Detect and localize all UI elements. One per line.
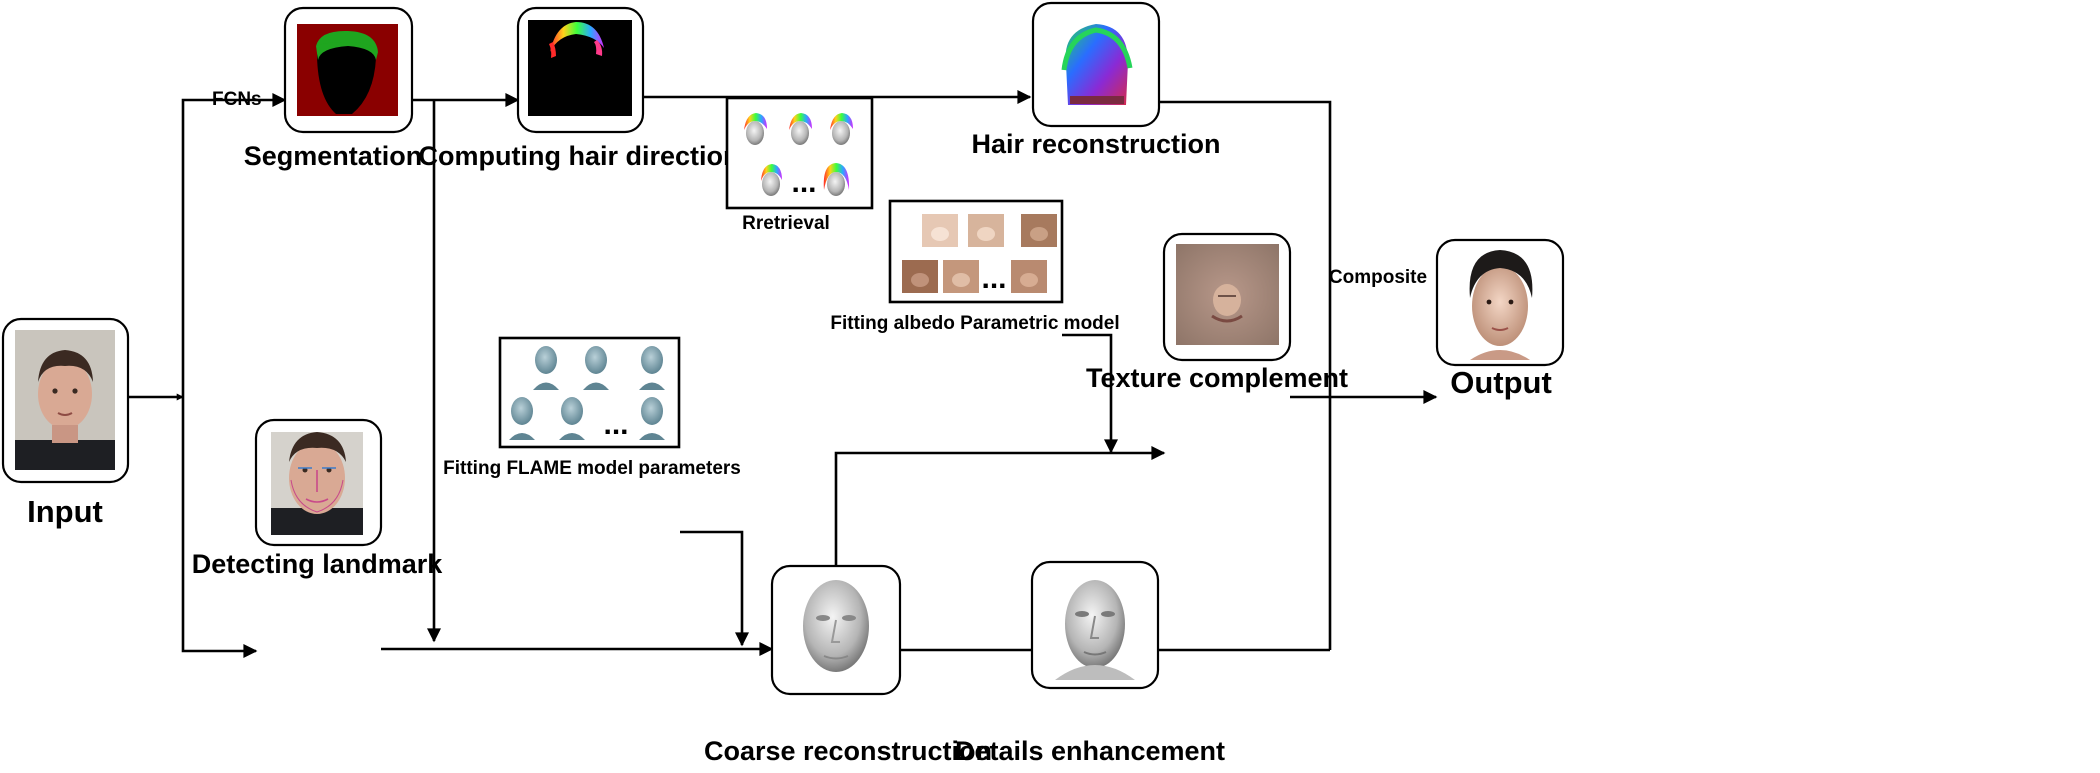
albedo-label: Fitting albedo Parametric model [830,313,1119,334]
retrieval-label: Rretrieval [742,213,830,234]
output-node: Output [1435,238,1565,400]
composite-label: Composite [1329,267,1427,288]
hair-sample-5 [823,163,850,196]
edge-albedo-to-texture [1062,333,1118,454]
flame-ellipsis: ... [603,408,628,441]
flame-head-samples [509,346,665,440]
input-node: Input [1,317,130,529]
texture-complement-node: Texture complement [1086,232,1348,393]
output-render [1469,250,1533,360]
hair-reconstruction-node: Hair reconstruction [971,1,1221,159]
flame-head-2 [583,346,609,390]
flame-head-5 [559,397,585,440]
retrieval-panel: ... [725,96,874,210]
landmark-photo [271,432,363,535]
flame-head-1 [533,346,559,390]
edge-coarse-to-texture [834,446,1166,566]
retrieval-hair-samples [744,113,853,196]
flame-head-3 [639,346,665,390]
flame-head-6 [639,397,665,440]
details-head-render [1055,580,1135,680]
segmentation-mask [297,24,398,116]
coarse-reconstruction-node: Coarse reconstruction [704,564,992,766]
hair-sample-1 [744,113,767,145]
texture-complement-label: Texture complement [1086,363,1348,393]
edge-hair-recon-to-merge [1160,100,1332,650]
hair-sample-4 [761,164,782,196]
details-enhancement-label: Details enhancement [955,736,1225,766]
hair-direction-map [528,20,632,116]
hair-sample-3 [830,113,853,145]
retrieval-ellipsis: ... [791,166,816,199]
hair-direction-label: Computing hair direction [419,141,740,171]
albedo-panel: ... [888,199,1064,304]
texture-map [1176,244,1279,345]
albedo-ellipsis: ... [981,262,1006,295]
coarse-reconstruction-label: Coarse reconstruction [704,736,992,766]
hair-reconstruction-render [1061,24,1133,105]
edge-split-to-segmentation [181,93,287,397]
flame-panel: ... [498,336,681,449]
segmentation-label: Segmentation [244,141,423,171]
flame-head-4 [509,397,535,440]
edge-split-to-landmark [181,397,258,658]
flame-label: Fitting FLAME model parameters [443,458,741,479]
segmentation-node: Segmentation [244,6,423,171]
output-label: Output [1450,365,1552,400]
hair-sample-2 [789,113,812,145]
input-photo [15,330,115,470]
edge-flame-to-coarse [680,530,749,647]
hair-reconstruction-label: Hair reconstruction [971,129,1220,159]
coarse-head-render [803,580,869,672]
albedo-texture-samples [902,214,1057,293]
hair-direction-node: Computing hair direction [419,6,740,171]
input-label: Input [27,494,103,529]
fcns-label: FCNs [212,89,262,110]
landmark-label: Detecting landmark [192,549,444,579]
details-enhancement-node: Details enhancement [955,560,1225,766]
landmark-node: Detecting landmark [192,418,444,579]
